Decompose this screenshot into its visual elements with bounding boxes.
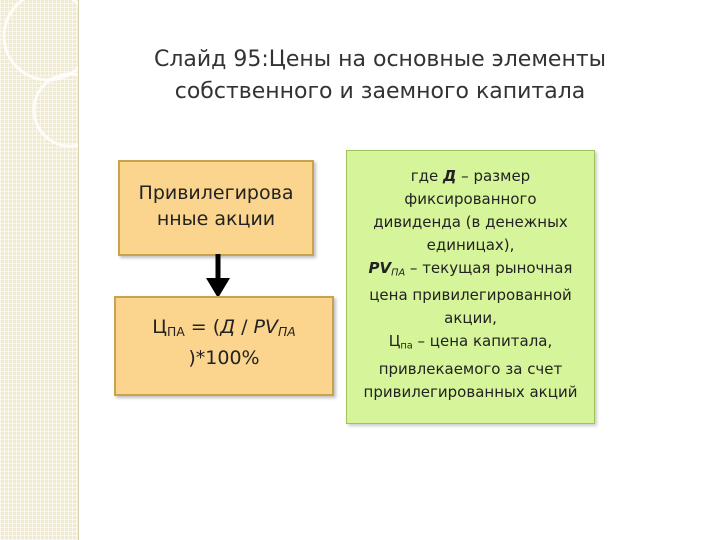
legend-pv-text: – текущая рыночная bbox=[405, 259, 573, 277]
legend-line-2: фиксированного bbox=[404, 190, 537, 208]
formula-cost-subscript: ПА bbox=[167, 325, 185, 340]
legend-line-9: привлекаемого за счет bbox=[378, 359, 563, 378]
formula-legend-box: где Д – размер фиксированного дивиденда … bbox=[346, 150, 595, 424]
legend-cost-symbol: Ц bbox=[388, 332, 401, 351]
formula-pv-subscript: ПА bbox=[277, 325, 296, 340]
legend-line-4: единицах), bbox=[426, 236, 515, 254]
slide-title-line-1: Слайд 95:Цены на основные элементы bbox=[153, 47, 607, 72]
legend-line-7: акции, bbox=[444, 309, 497, 328]
formula-slash: / bbox=[235, 316, 254, 338]
formula-pv-symbol: PV bbox=[253, 316, 278, 338]
legend-cost-subscript: па bbox=[400, 340, 413, 352]
preferred-shares-box: Привилегирова нные акции bbox=[118, 160, 314, 256]
circle-ornament-icon bbox=[2, 0, 78, 148]
cost-formula-box: ЦПА = (Д / PVПА )*100% bbox=[114, 296, 334, 396]
legend-where: где bbox=[410, 167, 444, 185]
formula-dividend-symbol: Д bbox=[220, 316, 236, 338]
down-arrow-icon bbox=[206, 254, 230, 298]
legend-line-3: дивиденда (в денежных bbox=[373, 213, 568, 231]
slide-title: Слайд 95:Цены на основные элементы собст… bbox=[120, 44, 640, 108]
formula-tail: )*100% bbox=[188, 347, 260, 370]
legend-line-10: привилегированных акций bbox=[363, 382, 578, 401]
legend-dividend-text: – размер bbox=[456, 167, 531, 185]
legend-cost-text: – цена капитала, bbox=[412, 332, 553, 351]
legend-line-5: PVПА – текущая рыночная bbox=[347, 257, 594, 284]
legend-dividend-symbol: Д bbox=[443, 167, 457, 185]
decorative-side-strip bbox=[0, 0, 79, 540]
slide-title-line-2: собственного и заемного капитала bbox=[174, 79, 586, 104]
preferred-shares-label-line-1: Привилегирова bbox=[138, 182, 294, 204]
formula-cost-symbol: Ц bbox=[152, 316, 168, 338]
legend-line-1: где Д – размер bbox=[347, 165, 594, 188]
legend-line-8: Цпа – цена капитала, bbox=[347, 330, 594, 357]
legend-line-6: цена привилегированной bbox=[369, 286, 572, 305]
preferred-shares-label-line-2: нные акции bbox=[156, 208, 276, 230]
legend-pv-subscript: ПА bbox=[391, 267, 406, 279]
formula-equals: = ( bbox=[184, 316, 221, 338]
cost-formula: ЦПА = (Д / PVПА )*100% bbox=[116, 298, 332, 371]
legend-pv-symbol: PV bbox=[368, 259, 392, 277]
